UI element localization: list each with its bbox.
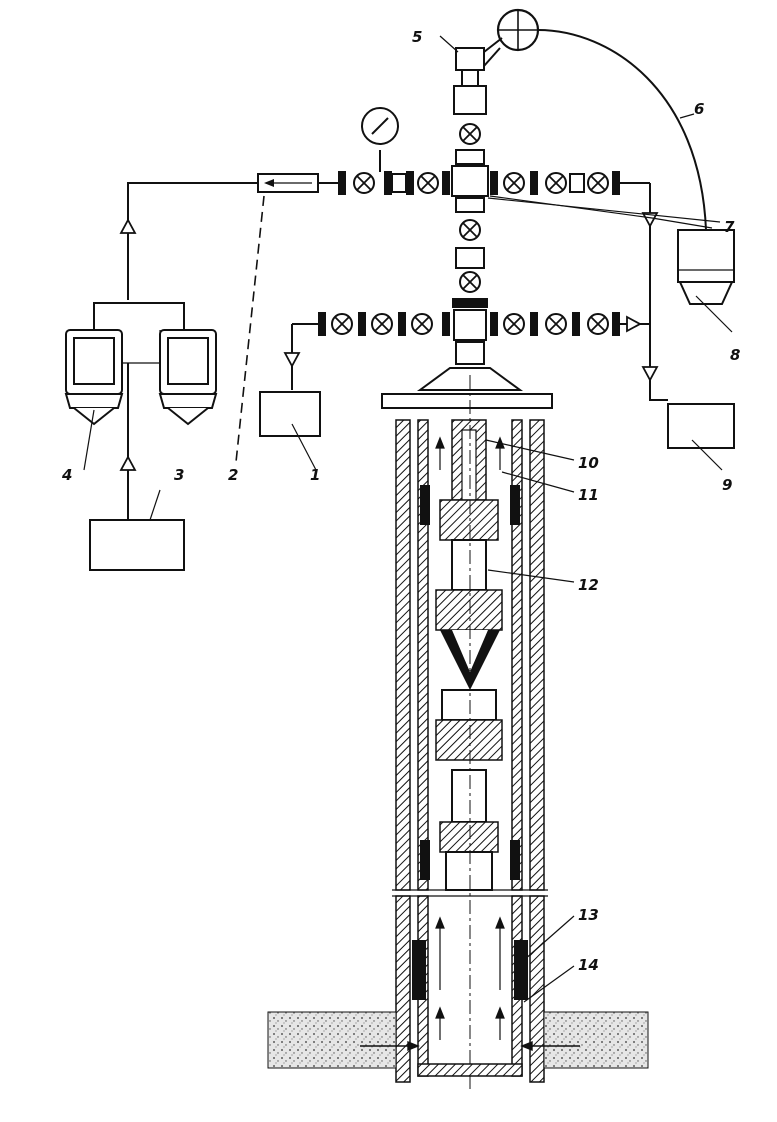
number-labels: 1 2 3 4 5 6 7 8 9 10 11 12 13 14: [61, 28, 740, 974]
formation-layer: [267, 1011, 649, 1069]
label-12: 12: [578, 576, 599, 594]
label-14: 14: [578, 956, 599, 974]
label-1: 1: [310, 466, 320, 484]
label-13: 13: [578, 906, 599, 924]
label-9: 9: [722, 476, 732, 494]
label-7: 7: [724, 218, 735, 236]
label-5: 5: [412, 28, 422, 46]
label-11: 11: [578, 486, 599, 504]
label-6: 6: [694, 100, 704, 118]
label-8: 8: [730, 346, 740, 364]
label-3: 3: [174, 466, 184, 484]
leader-lines: [83, 35, 721, 1003]
label-4: 4: [61, 466, 72, 484]
label-10: 10: [578, 454, 599, 472]
left-equipment: [64, 182, 321, 571]
label-2: 2: [228, 466, 238, 484]
right-equipment: [489, 29, 735, 471]
wellhead: [257, 8, 650, 409]
downhole-assembly: [392, 375, 548, 1092]
